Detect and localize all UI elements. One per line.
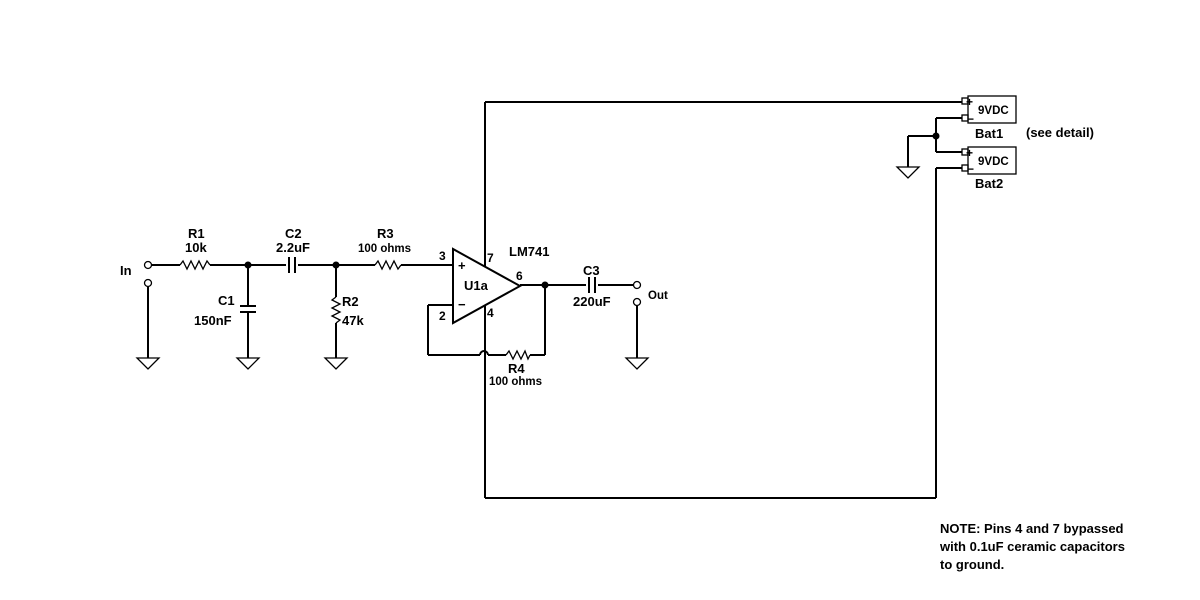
- c1-ref-label: C1: [218, 293, 235, 308]
- resistor-r2: R2 47k: [330, 265, 364, 358]
- bat2-ref-label: Bat2: [975, 176, 1003, 191]
- ground-symbol-input: [135, 357, 161, 370]
- resistor-r4: R4 100 ohms: [489, 349, 542, 388]
- junction-output: [541, 281, 549, 289]
- negative-supply-rail: [484, 167, 962, 499]
- r2-ref-label: R2: [342, 294, 359, 309]
- bat2-plus-sign: +: [966, 146, 973, 160]
- ground-symbol-c1: [235, 357, 261, 370]
- c3-value-label: 220uF: [573, 294, 611, 309]
- r4-value-label: 100 ohms: [489, 376, 542, 388]
- positive-supply-rail: [484, 101, 962, 267]
- bat1-ref-label: Bat1: [975, 126, 1003, 141]
- r3-ref-label: R3: [377, 226, 394, 241]
- opamp-ref-label: U1a: [464, 278, 489, 293]
- note-line-2: with 0.1uF ceramic capacitors: [940, 539, 1125, 554]
- c2-ref-label: C2: [285, 226, 302, 241]
- r4-ref-label: R4: [508, 361, 525, 376]
- opamp-part-label: LM741: [509, 244, 549, 259]
- resistor-r3: R3 100 ohms: [358, 226, 411, 271]
- pin-6-label: 6: [516, 269, 523, 283]
- bat2-value-label: 9VDC: [978, 156, 1009, 168]
- r1-ref-label: R1: [188, 226, 205, 241]
- r3-value-label: 100 ohms: [358, 243, 411, 255]
- note-line-1: NOTE: Pins 4 and 7 bypassed: [940, 521, 1124, 536]
- r2-value-label: 47k: [342, 313, 364, 328]
- r1-value-label: 10k: [185, 240, 207, 255]
- capacitor-c1: C1 150nF: [194, 265, 256, 358]
- pin-3-label: 3: [439, 249, 446, 263]
- input-label: In: [120, 263, 132, 278]
- ground-symbol-r2: [323, 357, 349, 370]
- resistor-r1: R1 10k: [179, 226, 211, 271]
- bat1-minus-sign: −: [967, 112, 974, 126]
- output-terminal: Out: [632, 280, 668, 358]
- bat1-value-label: 9VDC: [978, 105, 1009, 117]
- capacitor-c3: C3 220uF: [573, 263, 633, 309]
- feedback-loop: [427, 285, 546, 356]
- battery-bat1: + − 9VDC Bat1: [961, 95, 1017, 141]
- bypass-note: NOTE: Pins 4 and 7 bypassed with 0.1uF c…: [940, 520, 1180, 574]
- capacitor-c2: C2 2.2uF: [276, 226, 310, 273]
- input-terminal: In: [120, 260, 153, 288]
- note-line-3: to ground.: [940, 557, 1005, 572]
- bat2-minus-sign: −: [967, 162, 974, 176]
- opamp-plus-sign: +: [458, 258, 466, 273]
- c2-value-label: 2.2uF: [276, 240, 310, 255]
- pin-7-label: 7: [487, 251, 494, 265]
- bat1-plus-sign: +: [966, 95, 973, 109]
- c1-value-label: 150nF: [194, 313, 232, 328]
- ground-symbol-output: [624, 357, 650, 370]
- c3-ref-label: C3: [583, 263, 600, 278]
- battery-bat2: + − 9VDC Bat2: [961, 146, 1017, 191]
- output-label: Out: [648, 290, 668, 302]
- see-detail-note: (see detail): [1026, 125, 1094, 140]
- pin-2-label: 2: [439, 309, 446, 323]
- opamp-u1a: + − U1a LM741 3 2 6 7 4: [439, 244, 549, 325]
- battery-midpoint-ground: [895, 117, 962, 179]
- opamp-minus-sign: −: [458, 297, 466, 312]
- pin-4-label: 4: [487, 306, 494, 320]
